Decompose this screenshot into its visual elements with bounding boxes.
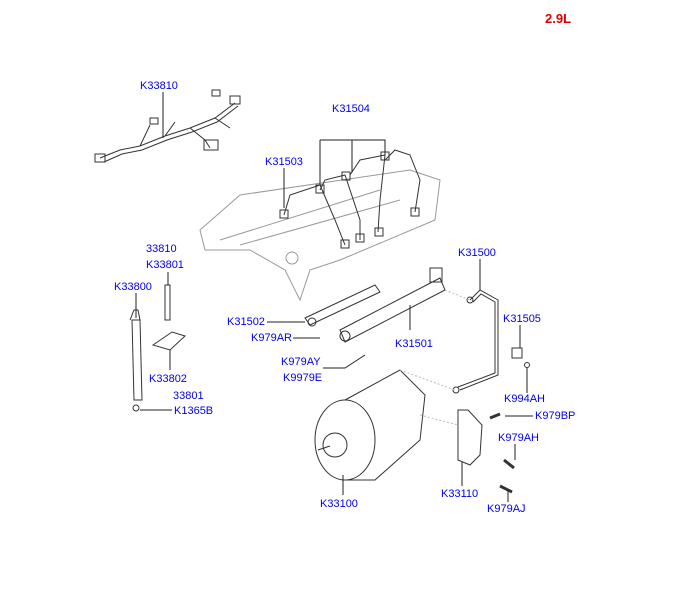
part-label-k33800[interactable]: K33800 [114, 281, 152, 293]
part-label-k33810[interactable]: K33810 [140, 80, 178, 92]
fuel-rail [304, 267, 446, 343]
head-cover [199, 169, 441, 302]
wiring-harness [94, 89, 241, 163]
washer [524, 362, 530, 368]
part-label-k31504[interactable]: K31504 [332, 103, 370, 115]
hidden-lines [399, 289, 471, 426]
part-label-33810[interactable]: 33810 [146, 243, 177, 255]
part-label-k31500[interactable]: K31500 [458, 247, 496, 259]
part-label-k31501[interactable]: K31501 [395, 338, 433, 350]
leader-lines [135, 92, 533, 502]
part-label-33801[interactable]: 33801 [173, 390, 204, 402]
part-label-k979ay[interactable]: K979AY [281, 356, 321, 368]
part-label-k33110[interactable]: K33110 [441, 488, 479, 500]
pump-bracket [457, 409, 483, 466]
part-label-k33801[interactable]: K33801 [146, 259, 184, 271]
part-label-k31502[interactable]: K31502 [227, 316, 265, 328]
part-label-k979bp[interactable]: K979BP [535, 410, 576, 422]
part-label-k33100[interactable]: K33100 [320, 498, 358, 510]
part-label-k979ah[interactable]: K979AH [498, 432, 539, 444]
part-label-k1365b[interactable]: K1365B [174, 405, 214, 417]
engine-label: 2.9L [545, 11, 572, 26]
part-label-k979ar[interactable]: K979AR [251, 332, 292, 344]
injection-pump [314, 369, 426, 481]
part-label-k979aj[interactable]: K979AJ [487, 503, 526, 515]
clamp [151, 331, 186, 351]
part-label-k994ah[interactable]: K994AH [504, 393, 545, 405]
part-label-k9979e[interactable]: K9979E [283, 372, 323, 384]
injector [129, 309, 143, 412]
part-label-k31505[interactable]: K31505 [503, 313, 541, 325]
nut [511, 347, 523, 359]
bolts [489, 412, 515, 494]
fuel-pipe [452, 289, 499, 394]
part-label-k31503[interactable]: K31503 [265, 156, 303, 168]
part-label-k33802[interactable]: K33802 [149, 373, 187, 385]
bolt [164, 284, 171, 321]
